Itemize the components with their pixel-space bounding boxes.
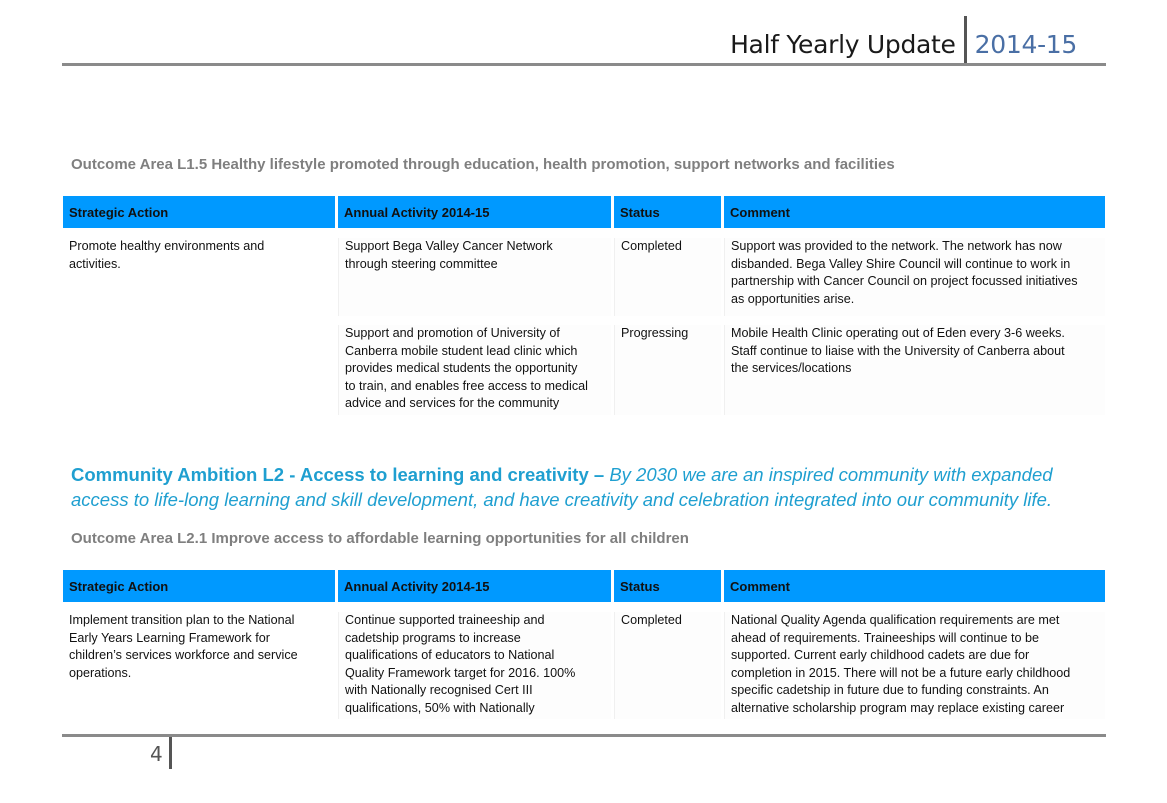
- cell-strategic-action: [63, 325, 335, 415]
- cell-annual-activity: Continue supported traineeship and cadet…: [338, 612, 611, 719]
- community-ambition-heading: Community Ambition L2 - Access to learni…: [71, 462, 1101, 512]
- header-year: 2014-15: [974, 30, 1078, 59]
- header-comment: Comment: [724, 196, 1105, 228]
- outcome-heading-l2-1: Outcome Area L2.1 Improve access to affo…: [71, 530, 689, 547]
- cell-comment: Mobile Health Clinic operating out of Ed…: [724, 325, 1105, 415]
- header-separator: [963, 16, 967, 66]
- cell-annual-activity: Support Bega Valley Cancer Network throu…: [338, 238, 611, 316]
- header-status: Status: [614, 196, 721, 228]
- cell-annual-activity: Support and promotion of University of C…: [338, 325, 611, 415]
- table-row: Promote healthy environments and activit…: [63, 238, 1105, 316]
- header-comment: Comment: [724, 570, 1105, 602]
- header-strategic-action: Strategic Action: [63, 196, 335, 228]
- header-annual-activity: Annual Activity 2014-15: [338, 196, 611, 228]
- cell-status: Completed: [614, 612, 721, 719]
- table-header-row: Strategic Action Annual Activity 2014-15…: [63, 570, 1105, 602]
- cell-strategic-action: Promote healthy environments and activit…: [69, 239, 265, 271]
- ambition-statement: By 2030 we are an inspired community wit…: [71, 464, 1053, 510]
- header-strategic-action: Strategic Action: [63, 570, 335, 602]
- table-row: Support and promotion of University of C…: [63, 325, 1105, 415]
- header-annual-activity: Annual Activity 2014-15: [338, 570, 611, 602]
- header: Half Yearly Update 2014-15: [730, 14, 1077, 66]
- page-number-separator: [169, 737, 172, 769]
- header-status: Status: [614, 570, 721, 602]
- cell-strategic-action: Implement transition plan to the Nationa…: [69, 613, 298, 680]
- footer-rule: [62, 734, 1106, 737]
- outcome-heading-l1-5: Outcome Area L1.5 Healthy lifestyle prom…: [71, 156, 895, 173]
- cell-status: Progressing: [614, 325, 721, 415]
- header-rule: [62, 63, 1106, 66]
- cell-comment: National Quality Agenda qualification re…: [724, 612, 1105, 719]
- header-title: Half Yearly Update: [730, 30, 956, 59]
- table-header-row: Strategic Action Annual Activity 2014-15…: [63, 196, 1105, 228]
- table-l1-5: Strategic Action Annual Activity 2014-15…: [63, 196, 1105, 415]
- ambition-title: Community Ambition L2 - Access to learni…: [71, 464, 605, 485]
- cell-status: Completed: [614, 238, 721, 316]
- cell-comment: Support was provided to the network. The…: [724, 238, 1105, 316]
- table-row: Implement transition plan to the Nationa…: [63, 612, 1105, 719]
- page-number: 4: [150, 742, 163, 766]
- table-l2-1: Strategic Action Annual Activity 2014-15…: [63, 570, 1105, 719]
